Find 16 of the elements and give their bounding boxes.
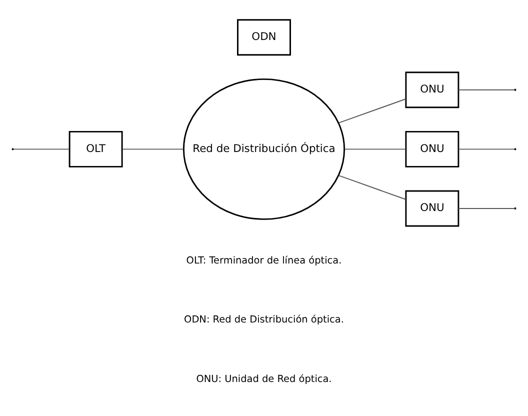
label: ODN: Red de Distribución óptica. xyxy=(184,314,344,326)
label: OLT: Terminador de línea óptica. xyxy=(186,254,342,266)
node-box: ONU xyxy=(405,71,460,108)
connector xyxy=(338,174,406,200)
node-box: OLT xyxy=(68,130,123,167)
connector xyxy=(12,148,70,150)
connector xyxy=(122,148,184,150)
connector xyxy=(458,88,516,90)
node-box: ODN xyxy=(237,18,291,56)
node-ellipse: Red de Distribución Óptica xyxy=(182,78,346,220)
connector xyxy=(338,98,406,123)
label: ONU: Unidad de Red óptica. xyxy=(196,374,332,385)
connector xyxy=(458,148,516,150)
node-box: ONU xyxy=(405,130,460,167)
node-box: ONU xyxy=(405,190,460,226)
connector xyxy=(344,148,406,150)
